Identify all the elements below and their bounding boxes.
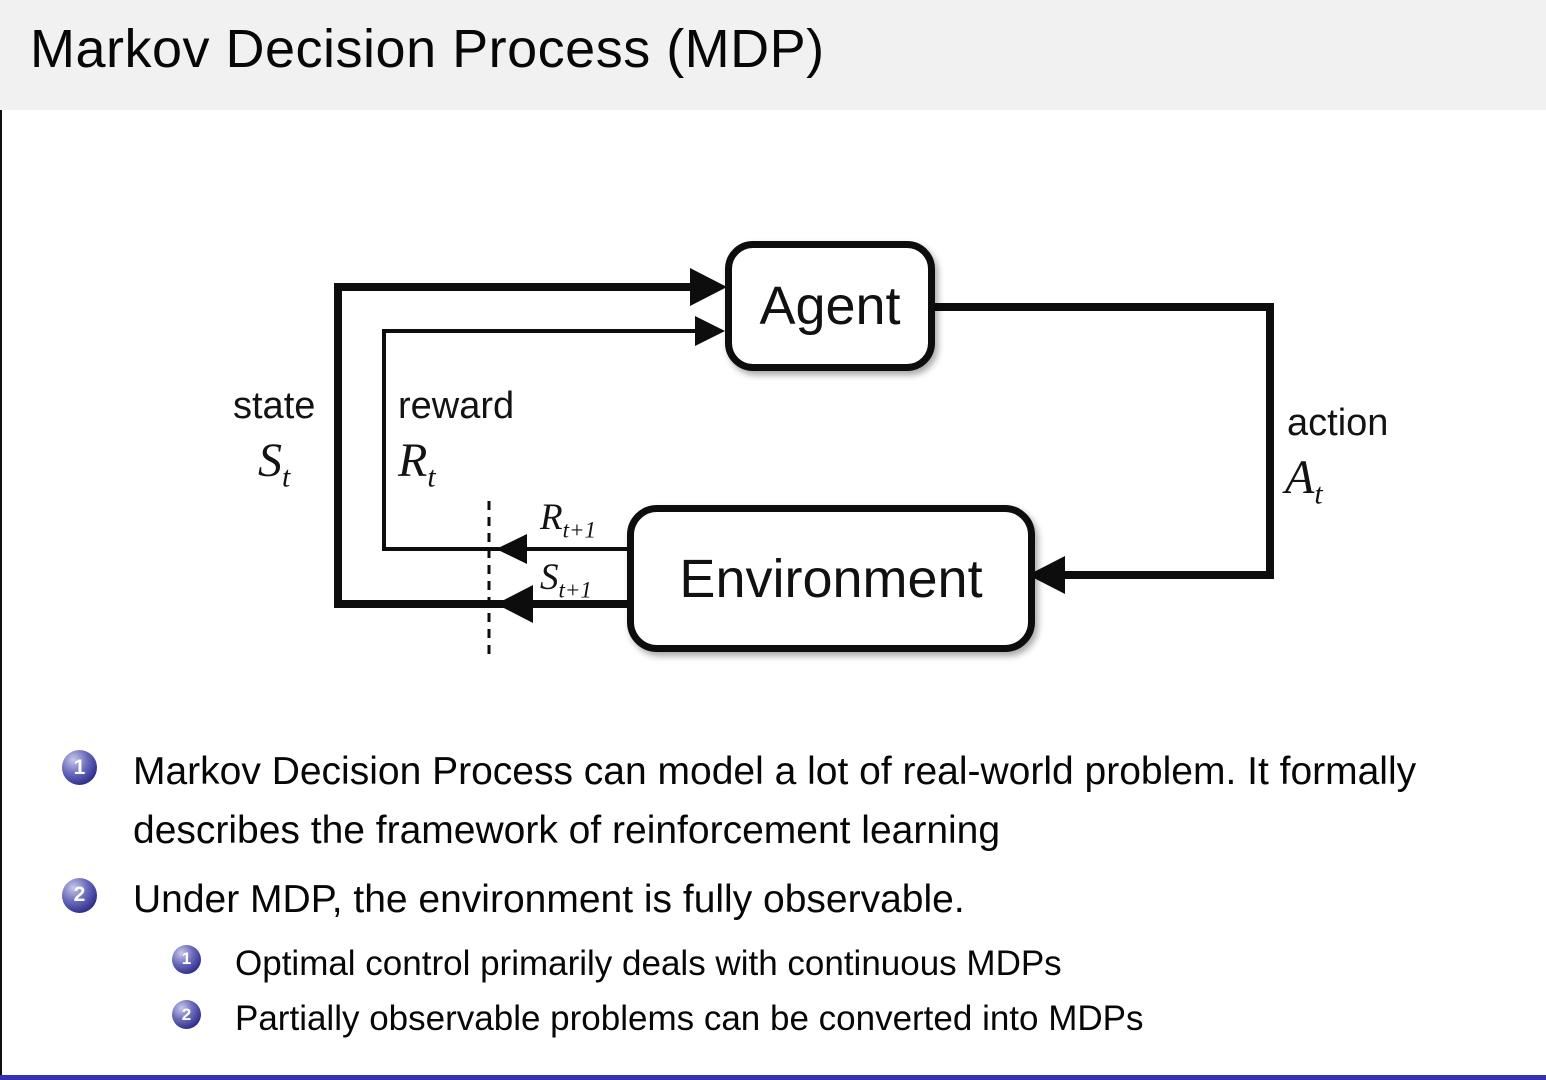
bullet-number-badge: 2 xyxy=(62,877,97,913)
state-arrowhead-into-agent-icon xyxy=(690,268,727,306)
footer-accent-bar xyxy=(0,1075,1546,1080)
next-reward-symbol: Rt+1 xyxy=(540,497,596,543)
agent-box: Agent xyxy=(725,241,935,371)
bullet-number-badge: 1 xyxy=(172,944,201,974)
bullet-text: Partially observable problems can be con… xyxy=(235,999,1144,1039)
reward-arrowhead-into-agent-icon xyxy=(695,316,725,346)
list-item: 1 Optimal control primarily deals with c… xyxy=(172,938,1492,991)
sub-bullet-list: 1 Optimal control primarily deals with c… xyxy=(172,938,1492,1046)
action-label: action xyxy=(1287,402,1389,444)
reward-label: reward xyxy=(398,385,515,427)
bullet-text: Under MDP, the environment is fully obse… xyxy=(133,877,965,921)
reward-symbol: Rt xyxy=(398,434,436,494)
environment-box: Environment xyxy=(627,505,1035,652)
state-symbol: St xyxy=(258,434,291,494)
agent-label: Agent xyxy=(759,276,901,336)
bullet-text: Optimal control primarily deals with con… xyxy=(235,943,1062,983)
action-symbol: At xyxy=(1285,451,1323,511)
bullet-text: Markov Decision Process can model a lot … xyxy=(133,750,1417,853)
bullet-number-badge: 1 xyxy=(62,750,97,785)
slide-title: Markov Decision Process (MDP) xyxy=(30,19,825,79)
slide-header: Markov Decision Process (MDP) xyxy=(0,0,1546,110)
list-item: 2 Under MDP, the environment is fully ob… xyxy=(62,870,1492,929)
next-state-arrowhead-icon xyxy=(496,585,533,623)
next-state-symbol: St+1 xyxy=(540,557,592,603)
bullet-number-badge: 2 xyxy=(172,1000,201,1030)
state-label: state xyxy=(233,385,316,427)
list-item: 2 Partially observable problems can be c… xyxy=(172,993,1492,1046)
list-item: 1 Markov Decision Process can model a lo… xyxy=(62,742,1492,861)
bullet-list: 1 Markov Decision Process can model a lo… xyxy=(62,742,1492,1049)
next-reward-arrowhead-icon xyxy=(496,534,527,564)
environment-label: Environment xyxy=(679,548,983,609)
left-edge-line xyxy=(0,0,2,1080)
